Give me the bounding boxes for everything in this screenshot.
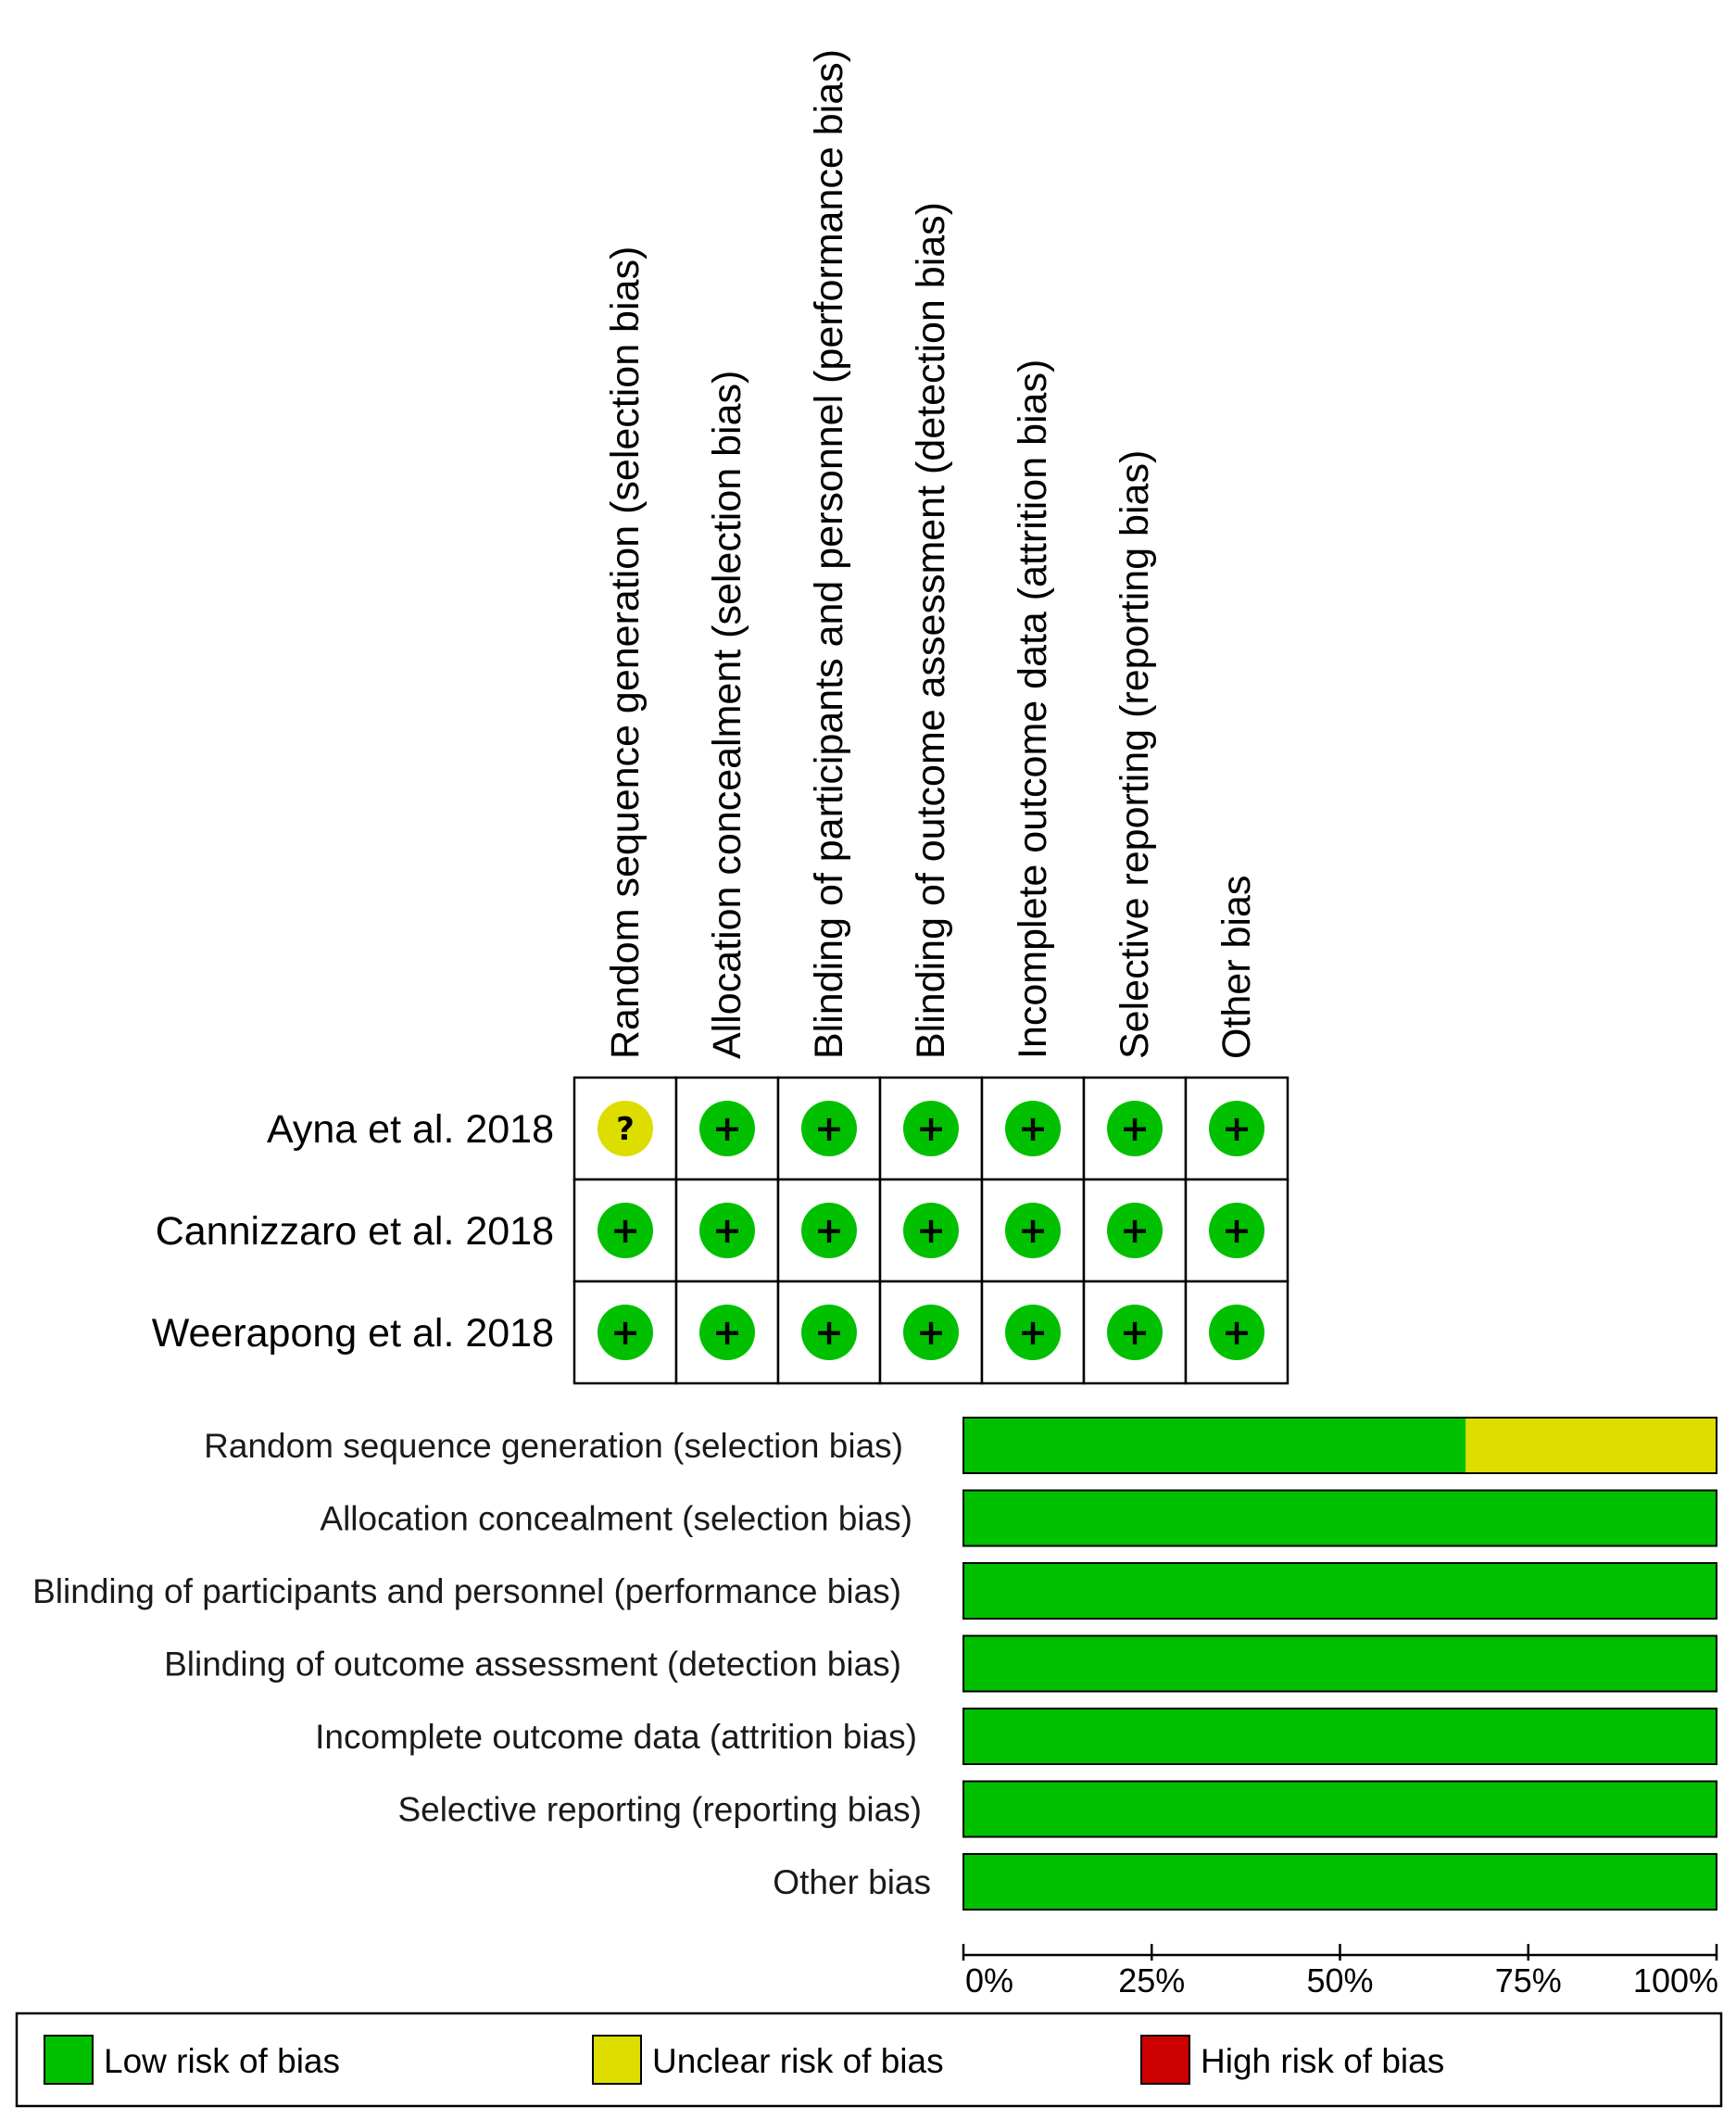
bar-segment-low	[963, 1854, 1717, 1910]
judgement-unclear-icon	[598, 1101, 653, 1156]
judgement-low-icon	[903, 1305, 959, 1360]
legend-label-low: Low risk of bias	[104, 2042, 340, 2080]
judgement-low-icon	[1107, 1203, 1163, 1258]
judgement-low-icon	[1107, 1305, 1163, 1360]
graph-domain-labels: Random sequence generation (selection bi…	[32, 1427, 931, 1901]
judgement-low-icon	[1005, 1101, 1061, 1156]
judgement-low-icon	[903, 1101, 959, 1156]
graph-bars	[962, 1417, 1717, 1911]
judgement-symbol: +	[712, 1210, 742, 1251]
judgement-symbol: +	[814, 1312, 844, 1353]
column-header-other-bias: Other bias	[1214, 876, 1259, 1059]
judgement-symbol: +	[1120, 1108, 1150, 1149]
column-header-allocation-concealment-selection-bias: Allocation concealment (selection bias)	[705, 371, 749, 1059]
judgement-low-icon	[1107, 1101, 1163, 1156]
bar-outline	[962, 1562, 1717, 1620]
judgement-symbol: +	[712, 1312, 742, 1353]
judgement-symbol: +	[1018, 1210, 1048, 1251]
bar-segment-low	[963, 1563, 1717, 1619]
judgement-low-icon	[598, 1305, 653, 1360]
graph-x-axis: 0% 25% 50% 75% 100%	[962, 1944, 1718, 1999]
study-label-cannizzaro-et-al-2018: Cannizzaro et al. 2018	[156, 1209, 554, 1254]
legend-box	[15, 2012, 1723, 2108]
column-header-blinding-of-outcome-assessment-detection-bias: Blinding of outcome assessment (detectio…	[909, 202, 953, 1059]
bar-label-random-sequence-generation-selection-bias: Random sequence generation (selection bi…	[204, 1427, 903, 1465]
judgement-symbol: +	[814, 1108, 844, 1149]
judgement-low-icon	[801, 1203, 857, 1258]
bar-outline	[962, 1708, 1717, 1765]
study-label-weerapong-et-al-2018: Weerapong et al. 2018	[152, 1311, 554, 1356]
judgement-symbol: +	[610, 1312, 640, 1353]
bar-segment-low	[963, 1418, 1466, 1473]
judgement-symbol: +	[814, 1210, 844, 1251]
bar-label-selective-reporting-reporting-bias: Selective reporting (reporting bias)	[397, 1791, 922, 1829]
bar-outline	[962, 1417, 1717, 1474]
bar-segment-low	[963, 1781, 1717, 1837]
judgement-symbol: +	[1018, 1108, 1048, 1149]
bar-segment-low	[963, 1635, 1717, 1692]
judgement-symbol: +	[916, 1312, 946, 1353]
judgement-symbol: +	[916, 1210, 946, 1251]
judgement-low-icon	[699, 1101, 755, 1156]
summary-column-headers: Random sequence generation (selection bi…	[603, 49, 1259, 1059]
bar-segment-low	[963, 1709, 1717, 1764]
bar-label-other-bias: Other bias	[773, 1863, 931, 1901]
column-header-blinding-of-participants-and-personnel-performance-bias: Blinding of participants and personnel (…	[807, 49, 851, 1059]
bar-label-allocation-concealment-selection-bias: Allocation concealment (selection bias)	[320, 1500, 912, 1538]
bar-label-blinding-of-outcome-assessment-detection-bias: Blinding of outcome assessment (detectio…	[164, 1646, 901, 1684]
legend: Low risk of bias Unclear risk of bias High…	[15, 2012, 1723, 2108]
bar-outline	[962, 1853, 1717, 1911]
judgement-low-icon	[801, 1305, 857, 1360]
bar-segment-unclear	[1466, 1418, 1717, 1473]
study-label-ayna-et-al-2018: Ayna et al. 2018	[267, 1107, 554, 1152]
legend-swatch-unclear	[592, 2035, 642, 2085]
x-tick-label: 75%	[1495, 1961, 1562, 1999]
judgement-low-icon	[699, 1305, 755, 1360]
judgement-symbol: +	[1018, 1312, 1048, 1353]
legend-swatch-high	[1140, 2035, 1190, 2085]
bar-outline	[962, 1489, 1717, 1547]
bar-segment-low	[963, 1490, 1717, 1546]
judgement-low-icon	[699, 1203, 755, 1258]
x-tick-label: 25%	[1118, 1961, 1185, 1999]
judgement-symbol: +	[1222, 1312, 1252, 1353]
legend-label-unclear: Unclear risk of bias	[652, 2042, 944, 2080]
bar-label-blinding-of-participants-and-personnel-performance-bias: Blinding of participants and personnel (…	[32, 1572, 901, 1610]
judgement-low-icon	[1005, 1203, 1061, 1258]
judgement-low-icon	[1209, 1101, 1264, 1156]
judgement-symbol: ?	[616, 1111, 635, 1148]
legend-label-high: High risk of bias	[1201, 2042, 1444, 2080]
judgement-symbol: +	[1222, 1108, 1252, 1149]
judgement-symbol: +	[916, 1108, 946, 1149]
x-tick-label: 50%	[1306, 1961, 1373, 1999]
bar-label-incomplete-outcome-data-attrition-bias: Incomplete outcome data (attrition bias)	[315, 1718, 917, 1756]
column-header-random-sequence-generation-selection-bias: Random sequence generation (selection bi…	[603, 246, 648, 1059]
judgement-low-icon	[1005, 1305, 1061, 1360]
judgement-low-icon	[801, 1101, 857, 1156]
judgement-symbol: +	[610, 1210, 640, 1251]
column-header-selective-reporting-reporting-bias: Selective reporting (reporting bias)	[1113, 450, 1157, 1059]
column-header-incomplete-outcome-data-attrition-bias: Incomplete outcome data (attrition bias)	[1011, 359, 1055, 1059]
judgement-symbol: +	[1120, 1312, 1150, 1353]
bar-outline	[962, 1634, 1717, 1693]
judgement-low-icon	[903, 1203, 959, 1258]
summary-cells: ? + + + + + + + + + + + + + + + + + + + +	[572, 1076, 1289, 1385]
judgement-low-icon	[1209, 1305, 1264, 1360]
judgement-low-icon	[1209, 1203, 1264, 1258]
legend-swatch-low	[44, 2035, 94, 2085]
judgement-symbol: +	[1120, 1210, 1150, 1251]
x-tick-label: 0%	[965, 1961, 1013, 1999]
judgement-symbol: +	[1222, 1210, 1252, 1251]
bar-outline	[962, 1780, 1717, 1838]
judgement-low-icon	[598, 1203, 653, 1258]
judgement-symbol: +	[712, 1108, 742, 1149]
x-tick-label: 100%	[1633, 1961, 1718, 1999]
